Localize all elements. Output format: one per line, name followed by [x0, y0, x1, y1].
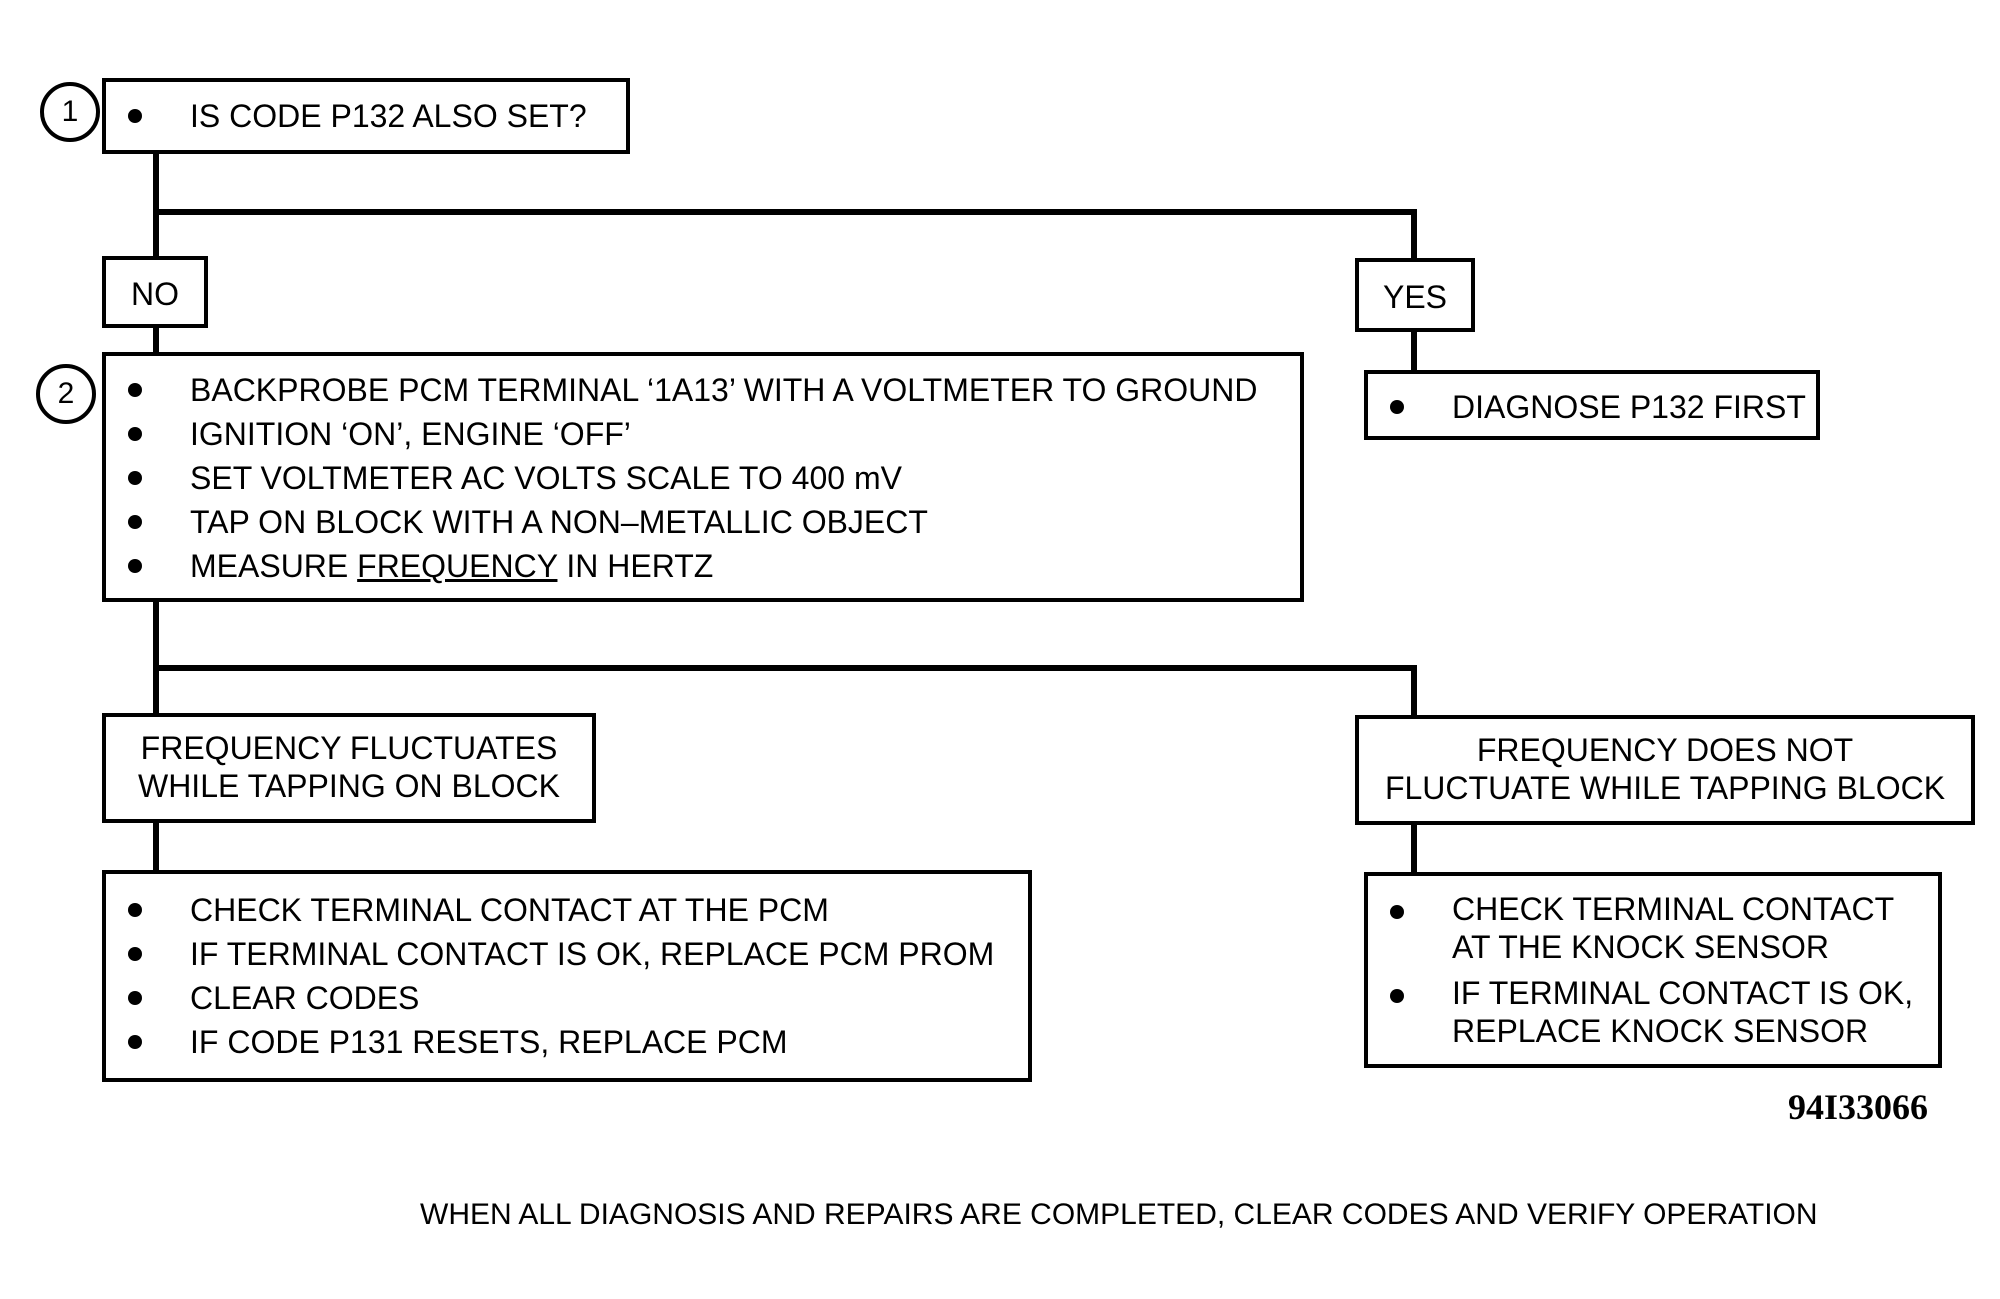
right-action-line: AT THE KNOCK SENSOR — [1452, 929, 1829, 965]
right-action-line: REPLACE KNOCK SENSOR — [1452, 1013, 1869, 1049]
left-actions-box: CHECK TERMINAL CONTACT AT THE PCM IF TER… — [102, 870, 1032, 1082]
frequency-underlined: FREQUENCY — [357, 548, 558, 584]
left-action-item: CLEAR CODES — [106, 976, 1028, 1020]
left-branch-label-line: WHILE TAPPING ON BLOCK — [137, 768, 560, 804]
no-label-box: NO — [102, 256, 208, 328]
test-step-item: TAP ON BLOCK WITH A NON–METALLIC OBJECT — [106, 500, 1300, 544]
right-action-item: IF TERMINAL CONTACT IS OK, REPLACE KNOCK… — [1368, 974, 1938, 1050]
test-step-item: BACKPROBE PCM TERMINAL ‘1A13’ WITH A VOL… — [106, 368, 1300, 412]
yes-action-text: DIAGNOSE P132 FIRST — [1368, 385, 1816, 429]
right-branch-label-line: FREQUENCY DOES NOT — [1476, 732, 1854, 768]
right-action-line: CHECK TERMINAL CONTACT — [1452, 891, 1895, 927]
step-number-2: 2 — [36, 364, 96, 424]
connector-right-label-to-actions — [1411, 822, 1417, 874]
question-text: IS CODE P132 ALSO SET? — [106, 94, 626, 138]
figure-id: 94I33066 — [1788, 1087, 1929, 1127]
test-box-2: BACKPROBE PCM TERMINAL ‘1A13’ WITH A VOL… — [102, 352, 1304, 602]
connector-no-to-test2 — [153, 326, 159, 356]
step-number-1: 1 — [40, 82, 100, 142]
connector-test2-branch-horizontal — [153, 665, 1417, 671]
connector-q1-branch-horizontal — [153, 209, 1417, 215]
measure-prefix: MEASURE — [190, 548, 349, 584]
yes-action-box: DIAGNOSE P132 FIRST — [1364, 370, 1820, 440]
connector-no-down — [153, 209, 159, 259]
right-branch-label-box: FREQUENCY DOES NOT FLUCTUATE WHILE TAPPI… — [1355, 715, 1975, 825]
test-step-item: SET VOLTMETER AC VOLTS SCALE TO 400 mV — [106, 456, 1300, 500]
connector-yes-to-action — [1411, 330, 1417, 372]
footer-note: WHEN ALL DIAGNOSIS AND REPAIRS ARE COMPL… — [420, 1198, 1818, 1231]
left-action-list: CHECK TERMINAL CONTACT AT THE PCM IF TER… — [106, 888, 1028, 1064]
test-step-item-measure: MEASURE FREQUENCY IN HERTZ — [106, 544, 1300, 588]
test-step-list: BACKPROBE PCM TERMINAL ‘1A13’ WITH A VOL… — [106, 368, 1300, 588]
connector-right-branch-down — [1411, 665, 1417, 718]
connector-left-label-to-actions — [153, 820, 159, 872]
left-action-item: IF CODE P131 RESETS, REPLACE PCM — [106, 1020, 1028, 1064]
connector-test2-down — [153, 598, 159, 716]
right-actions-box: CHECK TERMINAL CONTACT AT THE KNOCK SENS… — [1364, 872, 1942, 1068]
left-action-item: IF TERMINAL CONTACT IS OK, REPLACE PCM P… — [106, 932, 1028, 976]
left-branch-label-line: FREQUENCY FLUCTUATES — [140, 730, 558, 766]
question-box-1: IS CODE P132 ALSO SET? — [102, 78, 630, 154]
right-action-list: CHECK TERMINAL CONTACT AT THE KNOCK SENS… — [1368, 890, 1938, 1050]
right-action-line: IF TERMINAL CONTACT IS OK, — [1452, 975, 1914, 1011]
yes-label-box: YES — [1355, 258, 1475, 332]
connector-yes-down — [1411, 209, 1417, 259]
measure-suffix: IN HERTZ — [566, 548, 714, 584]
right-action-item: CHECK TERMINAL CONTACT AT THE KNOCK SENS… — [1368, 890, 1938, 966]
test-step-item: IGNITION ‘ON’, ENGINE ‘OFF’ — [106, 412, 1300, 456]
left-action-item: CHECK TERMINAL CONTACT AT THE PCM — [106, 888, 1028, 932]
right-branch-label-line: FLUCTUATE WHILE TAPPING BLOCK — [1384, 770, 1946, 806]
left-branch-label-box: FREQUENCY FLUCTUATES WHILE TAPPING ON BL… — [102, 713, 596, 823]
connector-q1-down — [153, 152, 159, 210]
